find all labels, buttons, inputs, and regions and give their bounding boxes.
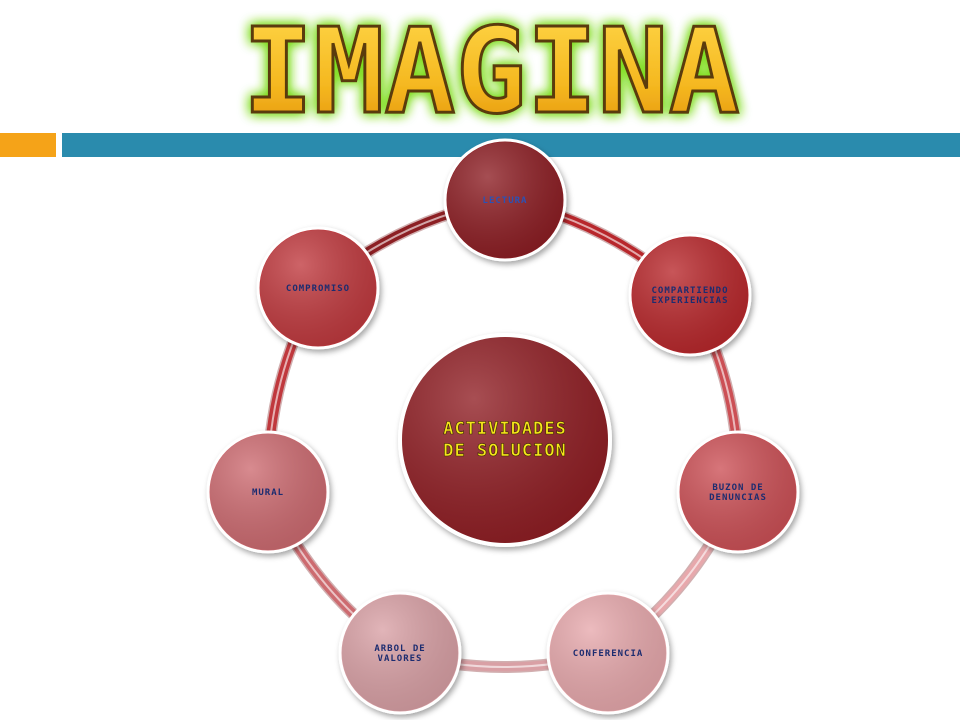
center-node: ACTIVIDADES DE SOLUCION (398, 333, 612, 547)
center-shine (402, 337, 608, 543)
node-conferencia: CONFERENCIA (546, 591, 670, 715)
node-shine (550, 595, 666, 711)
node-shine (447, 142, 563, 258)
center-label-line2: DE SOLUCION (443, 441, 567, 461)
node-label: LECTURA (483, 196, 528, 206)
node-label: COMPROMISO (286, 284, 350, 294)
node-label: ARBOL DE (374, 644, 425, 654)
node-label: EXPERIENCIAS (651, 296, 728, 306)
node-shine (260, 230, 376, 346)
page-title: IMAGINA (242, 2, 739, 135)
node-lectura: LECTURA (443, 138, 567, 262)
node-compromiso: COMPROMISO (256, 226, 380, 350)
node-label: CONFERENCIA (573, 649, 644, 659)
node-shine (632, 237, 748, 353)
node-mural: MURAL (206, 430, 330, 554)
title-wordart: IMAGINA (241, 1, 741, 136)
node-shine (680, 434, 796, 550)
node-shine (342, 595, 458, 711)
node-label: DENUNCIAS (709, 493, 767, 503)
node-label: BUZON DE (712, 483, 763, 493)
node-shine (210, 434, 326, 550)
node-label: COMPARTIENDO (651, 286, 728, 296)
node-label: VALORES (378, 654, 423, 664)
accent-bar-orange (0, 133, 56, 157)
node-label: MURAL (252, 488, 284, 498)
center-label-line1: ACTIVIDADES (443, 419, 567, 439)
